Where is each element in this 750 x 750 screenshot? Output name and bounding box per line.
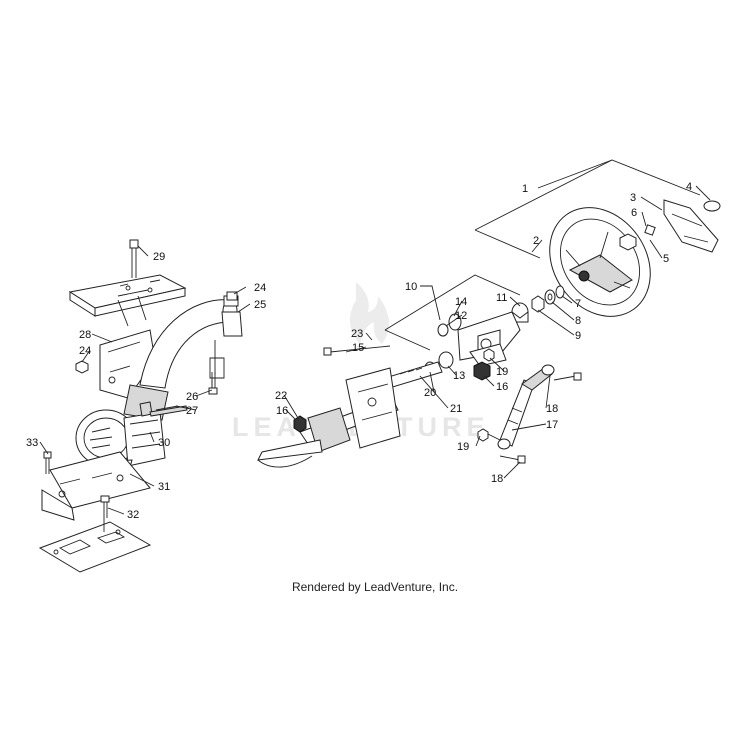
pin-27: [155, 405, 179, 411]
nut-24-upper: [226, 291, 238, 301]
callout-9: 9: [575, 330, 581, 342]
callout-23: 23: [351, 328, 363, 340]
bolt-33: [43, 451, 52, 474]
callout-5: 5: [663, 253, 669, 265]
leader-lines: [39, 159, 711, 515]
callout-7: 7: [575, 298, 581, 310]
callout-6: 6: [631, 207, 637, 219]
callout-24-left: 24: [79, 345, 91, 357]
callout-27: 27: [186, 405, 198, 417]
callout-20: 20: [424, 387, 436, 399]
shock-absorber-17: [497, 364, 555, 450]
lower-column: [257, 367, 401, 468]
callout-1: 1: [522, 183, 528, 195]
callout-18-upper: 18: [546, 403, 558, 415]
callout-15: 15: [352, 342, 364, 354]
callout-24-right: 24: [254, 282, 266, 294]
callout-31: 31: [158, 481, 170, 493]
callout-19-upper: 19: [496, 366, 508, 378]
callout-30: 30: [158, 437, 170, 449]
callout-33: 33: [26, 437, 38, 449]
callout-18-lower: 18: [491, 473, 503, 485]
callout-21: 21: [450, 403, 462, 415]
washers-7-8-9: [531, 285, 565, 313]
callout-labels: 1 2 3 4 5 6 7 8 9 10 11 12 13 14 15 16 1…: [26, 181, 692, 521]
callout-26: 26: [186, 391, 198, 403]
callout-28: 28: [79, 329, 91, 341]
nut-16-left: [293, 415, 307, 433]
lower-mount-plate: [41, 451, 151, 521]
hardware-5-6: [619, 224, 656, 251]
callout-16-left: 16: [276, 405, 288, 417]
callout-25: 25: [254, 299, 266, 311]
steering-wheel: [549, 207, 651, 317]
callout-2: 2: [533, 235, 539, 247]
callout-14: 14: [455, 296, 467, 308]
bearing-12-14: [437, 313, 462, 337]
bolt-29: [129, 239, 139, 278]
callout-16-right: 16: [496, 381, 508, 393]
bolt-23-15: [323, 345, 391, 356]
assembly-bracket-10: [384, 274, 521, 351]
bolts-18: [499, 372, 582, 464]
callout-3: 3: [630, 192, 636, 204]
callout-11: 11: [496, 292, 507, 304]
nut-24-lower: [75, 360, 89, 374]
callout-8: 8: [575, 315, 581, 327]
bolt-32: [100, 495, 110, 518]
callout-29: 29: [153, 251, 165, 263]
callout-17: 17: [546, 419, 558, 431]
callout-10: 10: [405, 281, 417, 293]
callout-19-lower: 19: [457, 441, 469, 453]
callout-13: 13: [453, 370, 465, 382]
footer-credit: Rendered by LeadVenture, Inc.: [291, 580, 459, 594]
callout-4: 4: [686, 181, 692, 193]
callout-32: 32: [127, 509, 139, 521]
wheel-cap-3-4: [663, 199, 721, 253]
floor-plate: [38, 518, 152, 573]
bushing-11: [511, 302, 529, 323]
upper-bracket: [68, 274, 187, 327]
nuts-19: [477, 348, 501, 442]
callout-12: 12: [455, 310, 467, 322]
callout-22: 22: [275, 390, 287, 402]
nut-16-right: [473, 361, 491, 381]
